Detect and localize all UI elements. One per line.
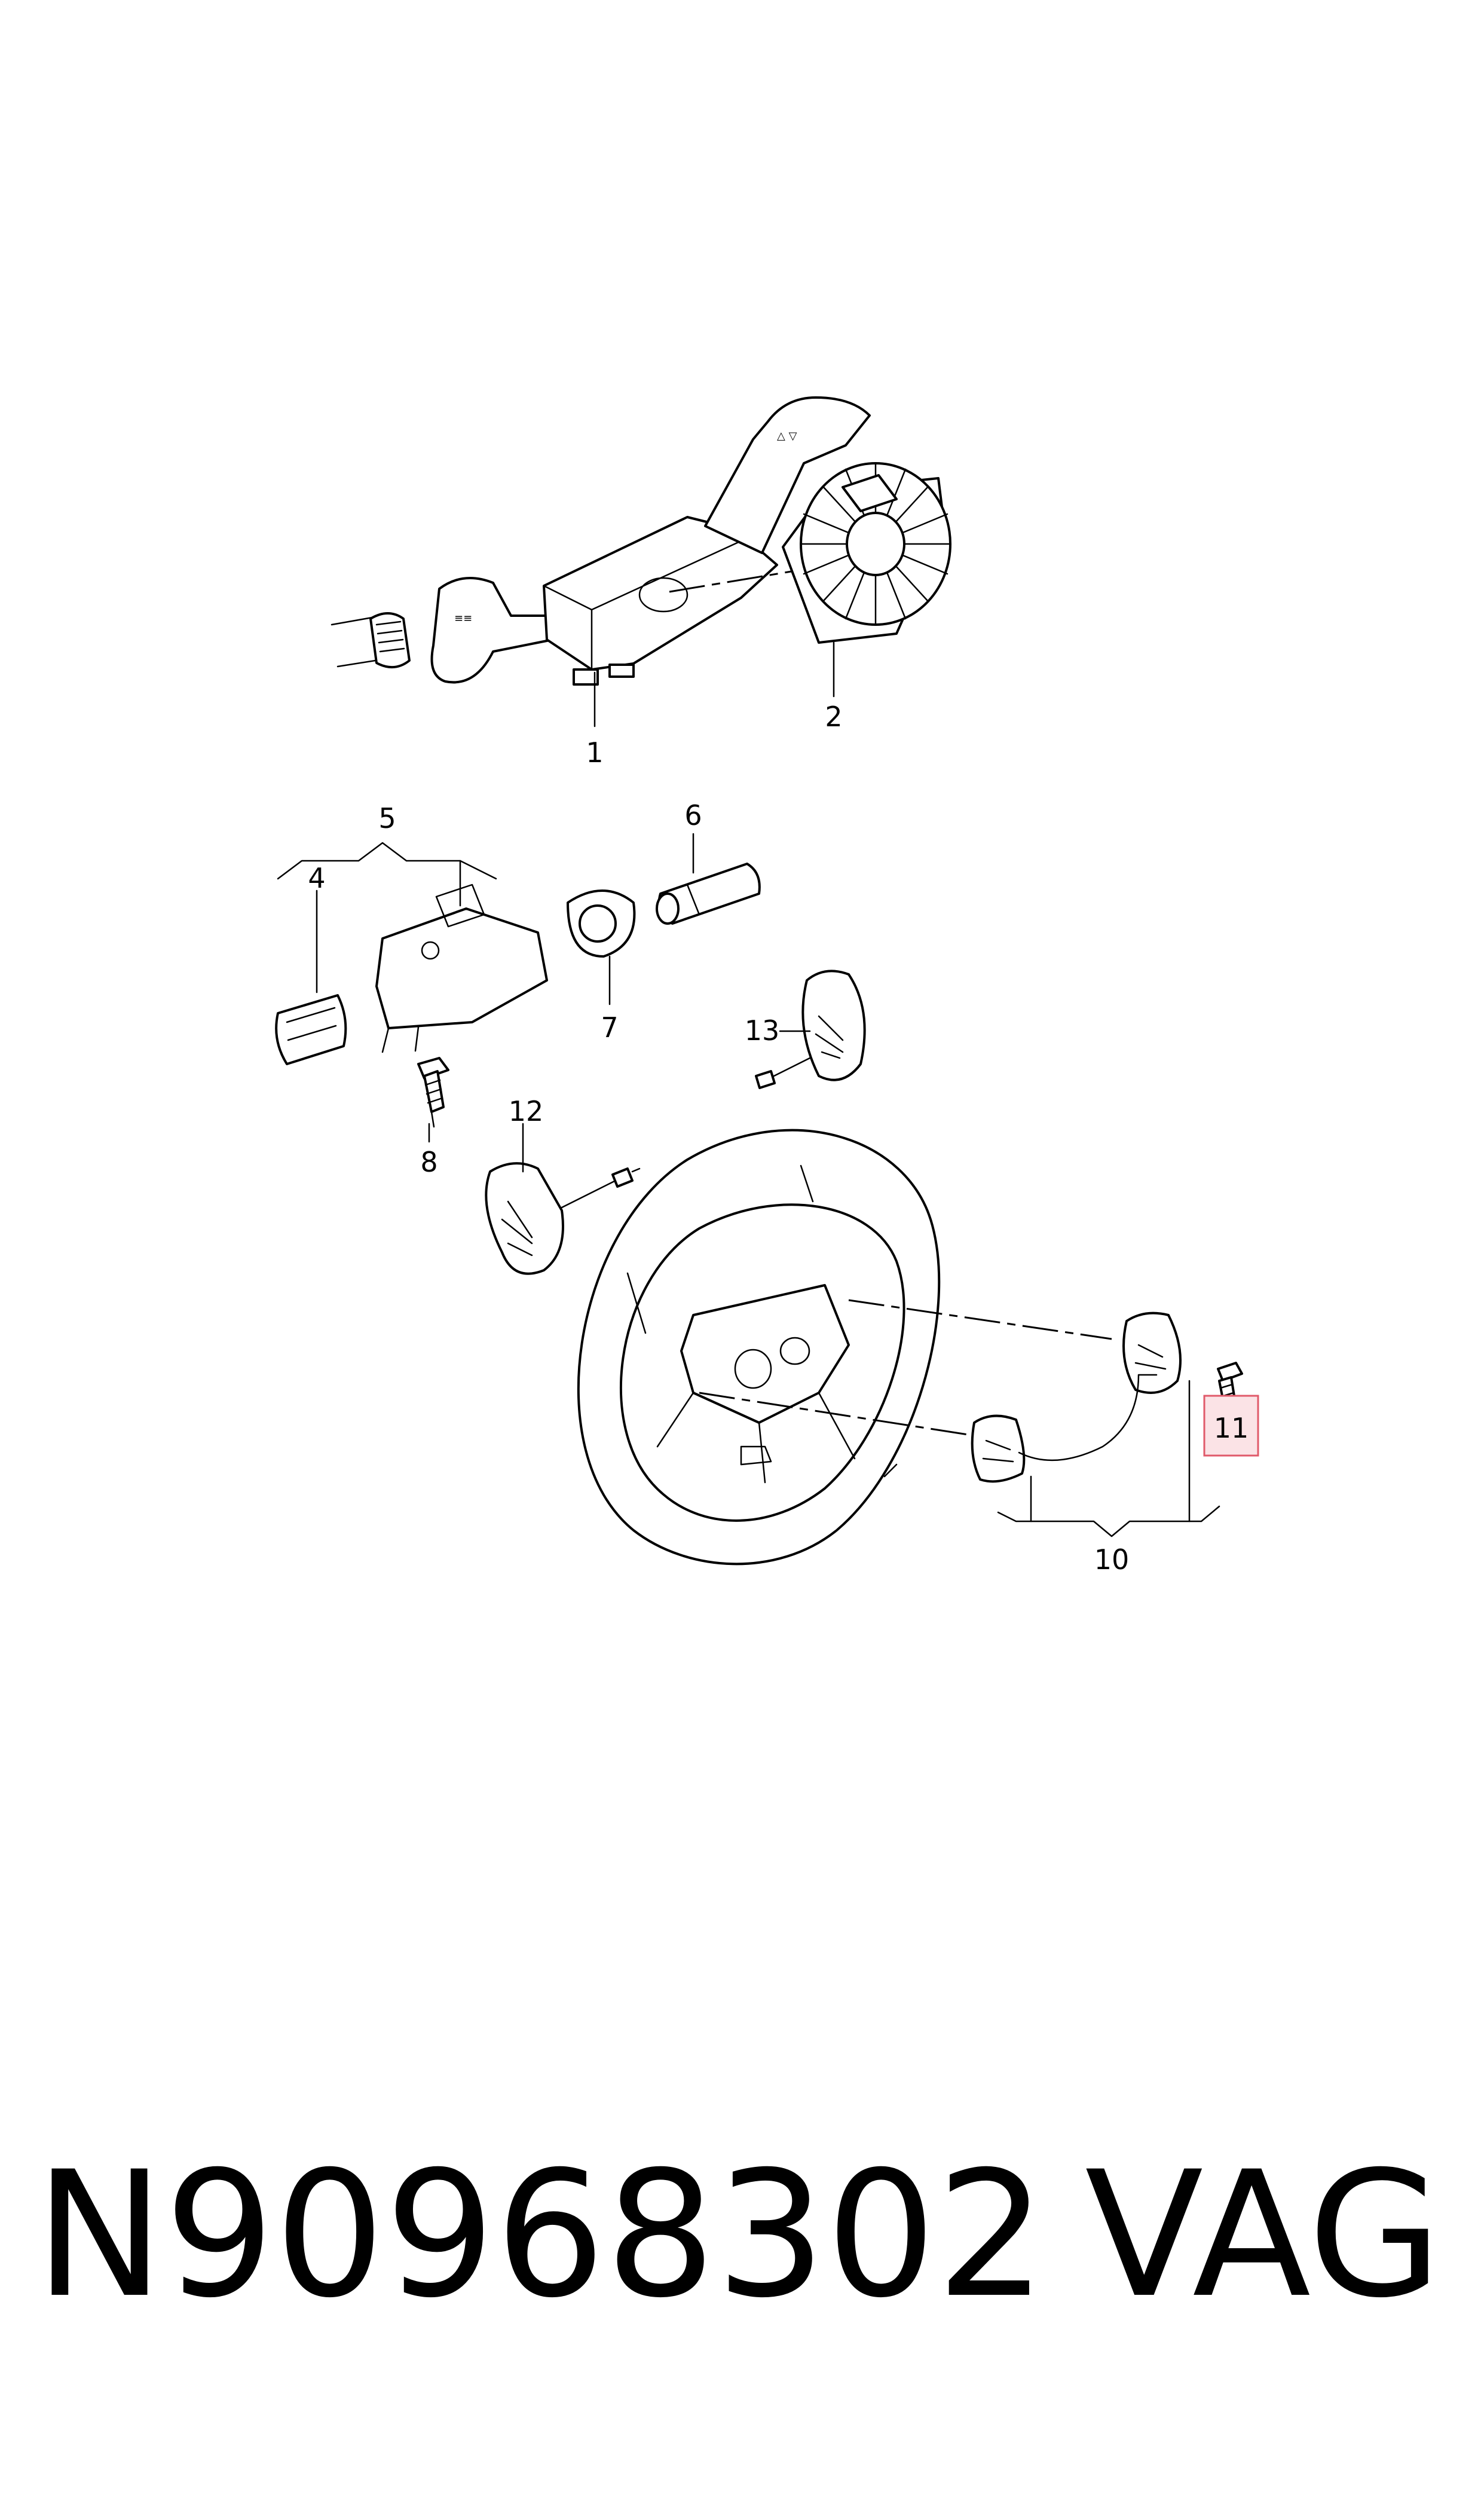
label-part-6[interactable]: 6 [684, 799, 702, 831]
leader-lines [277, 641, 1220, 1537]
sleeve-drawing [656, 863, 761, 925]
label-part-1[interactable]: 1 [586, 736, 603, 769]
steering-wheel-drawing [577, 1129, 1112, 1566]
label-part-12[interactable]: 12 [509, 1095, 544, 1127]
label-part-5[interactable]: 5 [378, 802, 396, 834]
label-part-4[interactable]: 4 [308, 862, 325, 894]
svg-text:≡≡: ≡≡ [454, 612, 472, 625]
label-part-11[interactable]: 11 [1214, 1412, 1249, 1444]
label-part-13[interactable]: 13 [745, 1014, 780, 1047]
highlight-box-part-11 [1203, 1395, 1259, 1457]
brand-name: VAG [1085, 2135, 1442, 2336]
ring-drawing [567, 889, 636, 958]
combination-switch-drawing: ≡≡ △ ▽ [331, 396, 871, 686]
ignition-lock-drawing [275, 883, 548, 1065]
svg-text:△ ▽: △ ▽ [777, 430, 797, 442]
label-part-10[interactable]: 10 [1094, 1543, 1130, 1576]
screw-8-drawing [417, 1057, 449, 1128]
clock-spring-drawing [782, 462, 951, 644]
label-part-7[interactable]: 7 [601, 1011, 618, 1044]
right-button-module-drawing [755, 970, 866, 1089]
part-number: N90968302 [35, 2135, 1047, 2336]
label-part-8[interactable]: 8 [420, 1146, 437, 1178]
label-part-2[interactable]: 2 [825, 701, 842, 733]
left-button-module-drawing [485, 1162, 641, 1275]
